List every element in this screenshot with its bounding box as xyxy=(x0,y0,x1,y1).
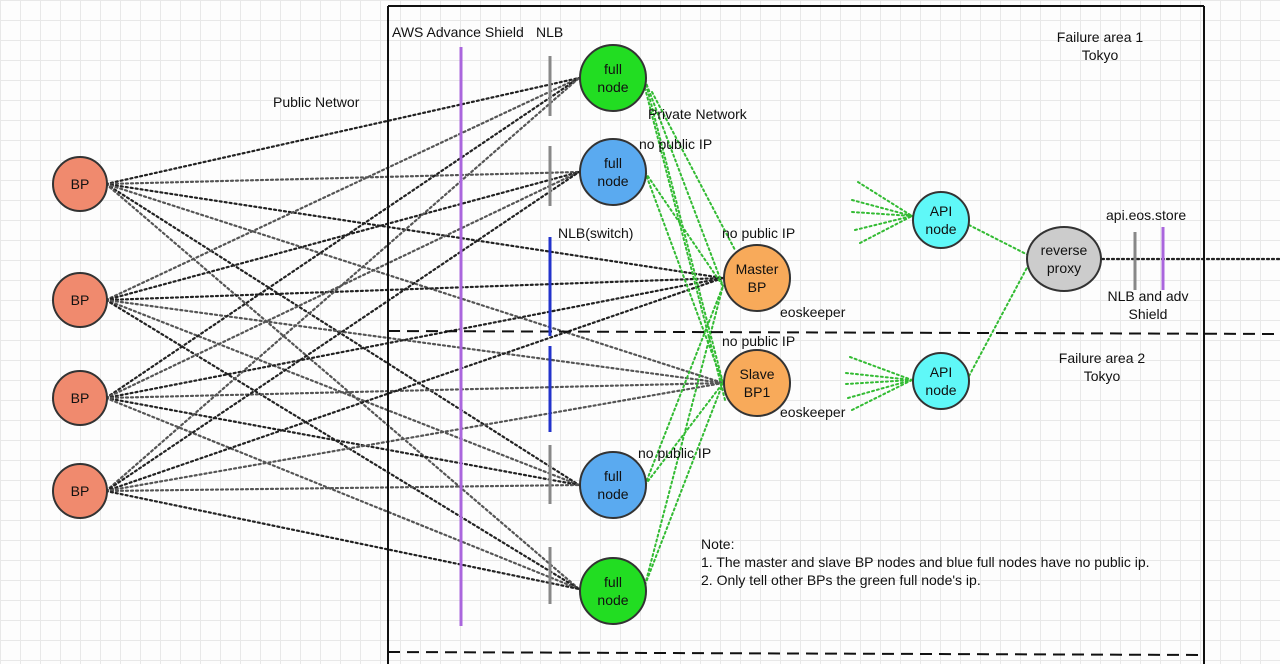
no-public-ip-label-4: no public IP xyxy=(638,445,712,461)
reverse-proxy-node: reverse proxy xyxy=(1026,226,1102,292)
private-link xyxy=(644,171,724,384)
api-proxy-link xyxy=(968,224,1031,257)
bp-node-label: BP xyxy=(70,483,90,499)
private-link xyxy=(651,91,736,251)
public-link xyxy=(104,76,581,302)
eoskeeper-link xyxy=(851,199,913,217)
api-node-1: API node xyxy=(912,191,970,249)
slave-bp-label: Slave BP1 xyxy=(739,366,775,400)
public-link xyxy=(104,182,581,487)
full-node-label: full node xyxy=(597,61,629,95)
private-link xyxy=(644,171,724,287)
eoskeeper-link xyxy=(845,372,913,381)
bp-node-label: BP xyxy=(70,292,90,308)
eoskeeper-link xyxy=(851,379,913,411)
api-node-label: API node xyxy=(925,364,957,398)
eoskeeper-link xyxy=(851,211,913,217)
eoskeeper-link xyxy=(854,215,913,231)
master-bp-node: Master BP xyxy=(723,244,791,312)
public-link xyxy=(104,170,581,186)
failure-area-2-label: Failure area 2 Tokyo xyxy=(1058,350,1146,384)
failure-area-1-label: Failure area 1 Tokyo xyxy=(1056,29,1144,63)
bottom-divider xyxy=(387,651,1205,656)
eoskeeper-link xyxy=(845,379,913,385)
green-full-node-2: full node xyxy=(579,557,647,625)
bp-node-label: BP xyxy=(70,176,90,192)
public-link xyxy=(104,276,725,400)
public-link xyxy=(104,276,725,302)
private-link xyxy=(644,285,724,486)
nlb-adv-shield-label: NLB and adv Shield xyxy=(1107,288,1189,322)
connection-lines xyxy=(104,76,1280,591)
note-line-2: 2. Only tell other BPs the green full no… xyxy=(701,572,981,588)
blue-full-node-2: full node xyxy=(579,451,647,519)
eoskeeper-link xyxy=(847,379,913,399)
public-link xyxy=(104,170,581,493)
private-link xyxy=(644,87,726,401)
no-public-ip-label-3: no public IP xyxy=(722,333,796,349)
api-proxy-link xyxy=(968,261,1031,377)
full-node-label: full node xyxy=(597,574,629,608)
api-node-label: API node xyxy=(925,203,957,237)
reverse-proxy-label: reverse proxy xyxy=(1040,242,1088,276)
public-link xyxy=(104,182,725,280)
api-domain-label: api.eos.store xyxy=(1106,207,1187,223)
public-link xyxy=(104,76,581,493)
public-link xyxy=(104,170,581,400)
private-link xyxy=(644,79,724,287)
eoskeeper-label-2: eoskeeper xyxy=(780,404,846,420)
bp-node-4: BP xyxy=(52,463,108,519)
eoskeeper-link xyxy=(849,356,913,381)
public-link xyxy=(104,396,581,487)
public-link xyxy=(104,381,725,400)
note-line-1: 1. The master and slave BP nodes and blu… xyxy=(701,554,1150,570)
nlb-switch-label: NLB(switch) xyxy=(558,225,634,241)
bp-node-1: BP xyxy=(52,156,108,212)
public-link xyxy=(104,76,581,400)
note-block: Note: 1. The master and slave BP nodes a… xyxy=(701,535,1150,589)
private-link xyxy=(644,79,724,384)
diagram-structure xyxy=(387,5,1280,664)
master-bp-label: Master BP xyxy=(735,261,779,295)
bp-node-3: BP xyxy=(52,370,108,426)
note-title: Note: xyxy=(701,536,735,552)
api-node-2: API node xyxy=(912,352,970,410)
slave-bp-node: Slave BP1 xyxy=(723,349,791,417)
public-link xyxy=(104,483,581,493)
eoskeeper-link xyxy=(857,181,913,217)
public-link xyxy=(104,381,725,493)
nlb-label: NLB xyxy=(536,24,564,40)
public-link xyxy=(104,396,581,591)
public-link xyxy=(104,276,725,493)
public-link xyxy=(104,76,581,186)
green-full-node-1: full node xyxy=(579,44,647,112)
private-network-label: Private Network xyxy=(648,106,747,122)
failure-area-divider xyxy=(387,330,1280,335)
eoskeeper-link xyxy=(859,215,913,244)
shield-label: AWS Advance Shield xyxy=(392,24,524,40)
full-node-label: full node xyxy=(597,468,629,502)
private-link xyxy=(644,382,724,586)
eoskeeper-label-1: eoskeeper xyxy=(780,304,846,320)
no-public-ip-label-1: no public IP xyxy=(639,136,713,152)
public-link xyxy=(104,489,581,591)
bp-node-2: BP xyxy=(52,272,108,328)
blue-full-node-1: full node xyxy=(579,138,647,206)
private-link xyxy=(644,285,724,586)
public-link xyxy=(104,298,581,591)
full-node-label: full node xyxy=(597,155,629,189)
no-public-ip-label-2: no public IP xyxy=(722,225,796,241)
public-link xyxy=(104,298,725,385)
public-link xyxy=(104,182,581,591)
public-link xyxy=(104,170,581,302)
bp-node-label: BP xyxy=(70,390,90,406)
public-network-label: Public Networ xyxy=(273,94,360,110)
